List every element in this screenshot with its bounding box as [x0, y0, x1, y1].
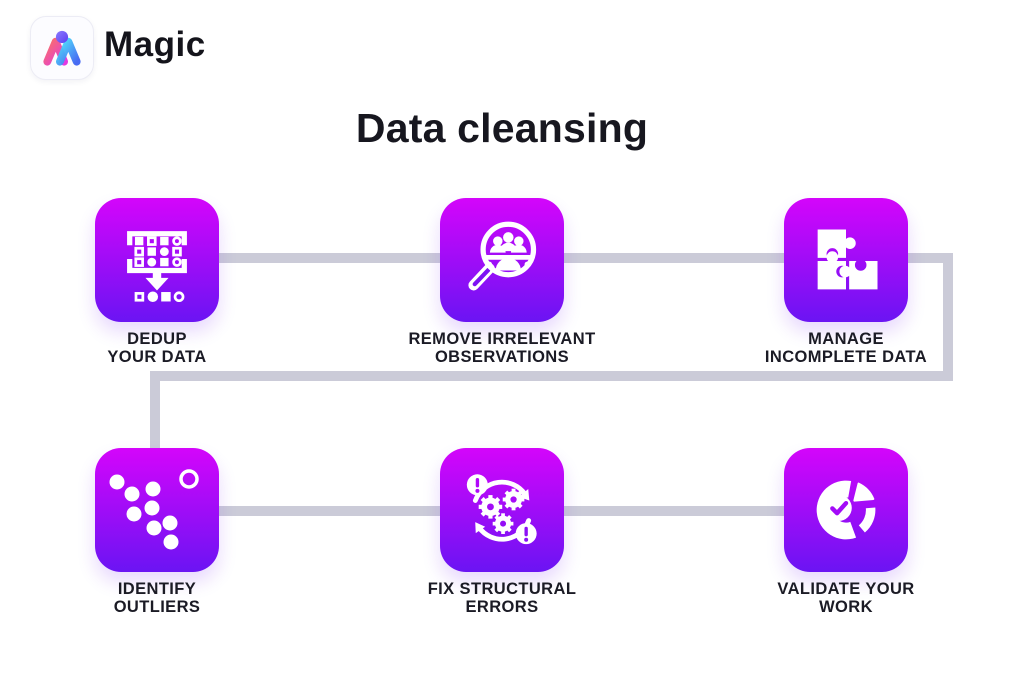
- brand-logo-badge: [30, 16, 94, 80]
- step-label-dedup: DEDUP YOUR DATA: [107, 330, 207, 366]
- step-tile-dedup: [95, 198, 219, 322]
- step-label-incomplete-data: MANAGE INCOMPLETE DATA: [764, 330, 928, 366]
- connector-left-down: [150, 371, 160, 456]
- connector-middle-return: [150, 371, 953, 381]
- pie-check-icon: [816, 480, 876, 540]
- step-tile-fix-errors: [440, 448, 564, 572]
- magic-m-logo-icon: [43, 30, 81, 66]
- step-label-identify-outliers: IDENTIFY OUTLIERS: [113, 580, 201, 616]
- step-tile-incomplete-data: [784, 198, 908, 322]
- step-label-fix-errors: FIX STRUCTURAL ERRORS: [427, 580, 577, 616]
- dedup-grid-arrow-icon: [127, 231, 187, 302]
- page-title: Data cleansing: [355, 105, 649, 151]
- step-tile-remove-observations: [440, 198, 564, 322]
- puzzle-pieces-icon: [817, 229, 878, 290]
- magnifier-people-icon: [468, 221, 537, 291]
- brand-name: Magic: [104, 25, 206, 64]
- scatter-outlier-icon: [109, 469, 199, 550]
- step-tile-validate-work: [784, 448, 908, 572]
- step-label-validate-work: VALIDATE YOUR WORK: [777, 580, 915, 616]
- step-label-remove-observations: REMOVE IRRELEVANT OBSERVATIONS: [408, 330, 596, 366]
- connector-right-down: [943, 253, 953, 377]
- gears-cycle-alert-icon: [466, 474, 537, 545]
- step-tile-identify-outliers: [95, 448, 219, 572]
